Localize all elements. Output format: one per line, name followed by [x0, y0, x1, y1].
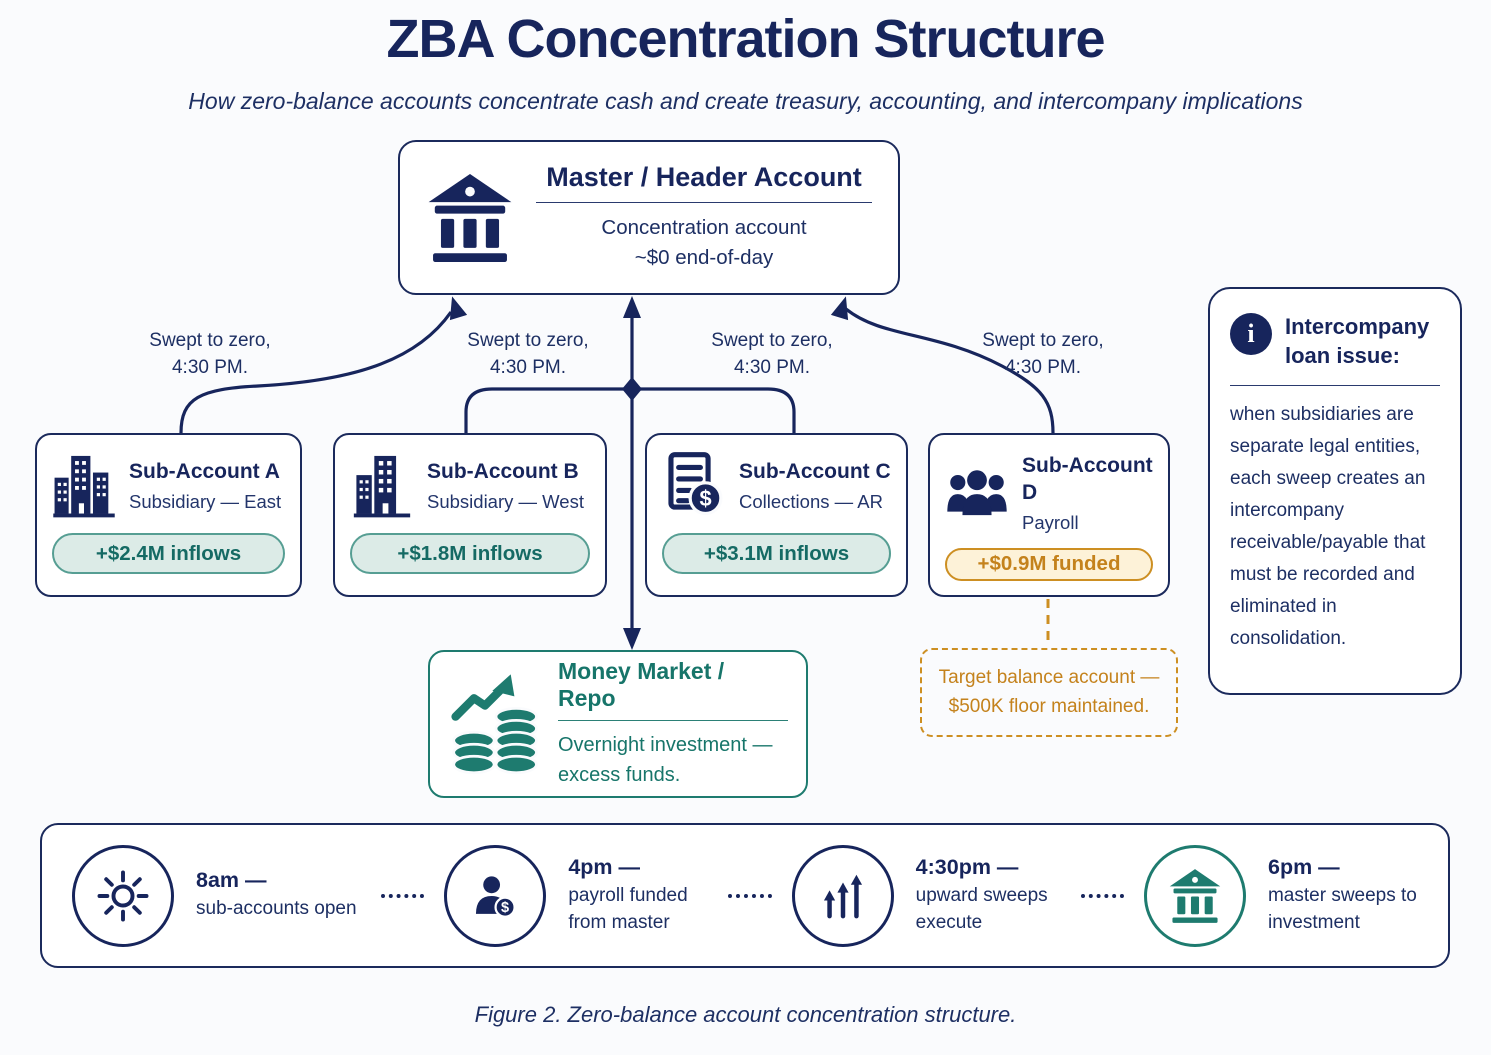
investment-growth-icon [450, 672, 542, 776]
sweep-label-3: Swept to zero,4:30 PM. [711, 330, 833, 378]
timeline-item-4pm: $ 4pm — payroll funded from master [444, 844, 708, 947]
sub-account-d-title: Sub-Account D [1022, 454, 1153, 505]
timeline-label-2: payroll funded from master [568, 884, 688, 933]
target-balance-line1: Target balance account — [938, 667, 1160, 688]
timeline-dotted-connector [1080, 893, 1124, 898]
timeline-time-1: 8am — [196, 868, 267, 893]
master-account-line1: Concentration account [601, 216, 807, 240]
timeline-item-6pm: 6pm — master sweeps to investment [1143, 844, 1418, 947]
target-balance-line2: $500K floor maintained. [948, 695, 1150, 717]
svg-text:$: $ [501, 900, 509, 916]
sub-account-a-title: Sub-Account A [129, 460, 280, 484]
invoice-dollar-icon: $ [662, 452, 726, 520]
arrowhead-central-up [623, 296, 641, 318]
sub-account-c-subtitle: Collections — AR [739, 490, 883, 512]
figure-caption: Figure 2. Zero-balance account concentra… [474, 1002, 1017, 1027]
intercompany-body: when subsidiaries are separate legal ent… [1230, 404, 1426, 649]
target-balance-note: Target balance account — $500K floor mai… [920, 648, 1178, 737]
sub-account-a-subtitle: Subsidiary — East [129, 490, 282, 512]
junction-diamond [622, 377, 642, 401]
sub-account-b-subtitle: Subsidiary — West [427, 490, 584, 512]
bank-icon [1143, 844, 1246, 947]
sub-account-d-badge: +$0.9M funded [945, 547, 1153, 581]
sun-icon [72, 844, 174, 947]
buildings-icon [350, 452, 414, 520]
daily-timeline-bar: 8am — sub-accounts open $ 4pm — payroll … [40, 823, 1450, 968]
timeline-label-4: master sweeps to investment [1267, 884, 1417, 933]
money-market-body: Overnight investment — excess funds. [558, 734, 773, 786]
master-account-box[interactable]: Master / Header Account Concentration ac… [398, 140, 900, 295]
timeline-time-2: 4pm — [568, 854, 641, 879]
timeline-item-8am: 8am — sub-accounts open [72, 844, 361, 947]
arrowhead-central-down [623, 628, 641, 650]
divider [1230, 385, 1440, 387]
svg-text:$: $ [699, 486, 711, 511]
divider [536, 202, 872, 204]
sub-account-b-title: Sub-Account B [427, 460, 579, 484]
info-icon: i [1230, 313, 1272, 355]
buildings-icon [52, 452, 116, 520]
payroll-person-icon: $ [444, 844, 547, 947]
sub-account-b-badge: +$1.8M inflows [350, 533, 590, 574]
timeline-label-1: sub-accounts open [196, 898, 357, 920]
timeline-dotted-connector [381, 893, 425, 898]
sweep-label-2: Swept to zero,4:30 PM. [467, 330, 589, 378]
sub-account-c-title: Sub-Account C [739, 460, 891, 484]
sub-account-b-box[interactable]: Sub-Account B Subsidiary — West +$1.8M i… [333, 433, 607, 597]
people-icon [945, 463, 1009, 523]
upward-arrows-icon [791, 844, 894, 947]
money-market-box[interactable]: Money Market / Repo Overnight investment… [428, 650, 808, 798]
timeline-dotted-connector [728, 893, 772, 898]
sub-account-c-badge: +$3.1M inflows [662, 533, 891, 574]
sub-account-a-badge: +$2.4M inflows [52, 533, 285, 574]
money-market-title: Money Market / Repo [558, 658, 788, 721]
timeline-label-3: upward sweeps execute [915, 884, 1048, 933]
timeline-item-430pm: 4:30pm — upward sweeps execute [791, 844, 1061, 947]
bank-icon [426, 170, 514, 266]
master-account-line2: ~$0 end-of-day [634, 246, 774, 269]
master-account-title: Master / Header Account [546, 162, 862, 193]
sub-account-c-box[interactable]: $ Sub-Account C Collections — AR +$3.1M … [645, 433, 908, 597]
sweep-bracket-sub-b-c [464, 387, 796, 433]
sub-account-d-box[interactable]: Sub-Account D Payroll +$0.9M funded [928, 433, 1170, 597]
sub-account-a-box[interactable]: Sub-Account A Subsidiary — East +$2.4M i… [35, 433, 302, 597]
intercompany-note-box: i Intercompany loan issue: when subsidia… [1208, 287, 1462, 695]
sweep-label-1: Swept to zero,4:30 PM. [149, 330, 271, 378]
arrowhead-sub-a [449, 296, 468, 321]
sweep-label-4: Swept to zero,4:30 PM. [982, 330, 1104, 378]
sub-account-d-subtitle: Payroll [1022, 511, 1079, 533]
timeline-time-4: 6pm — [1267, 854, 1340, 879]
intercompany-title: Intercompany loan issue: [1285, 314, 1430, 368]
arrowhead-sub-d [830, 296, 849, 321]
timeline-time-3: 4:30pm — [915, 854, 1019, 879]
page-subtitle: How zero-balance accounts concentrate ca… [188, 88, 1303, 114]
page-title: ZBA Concentration Structure [386, 9, 1105, 69]
